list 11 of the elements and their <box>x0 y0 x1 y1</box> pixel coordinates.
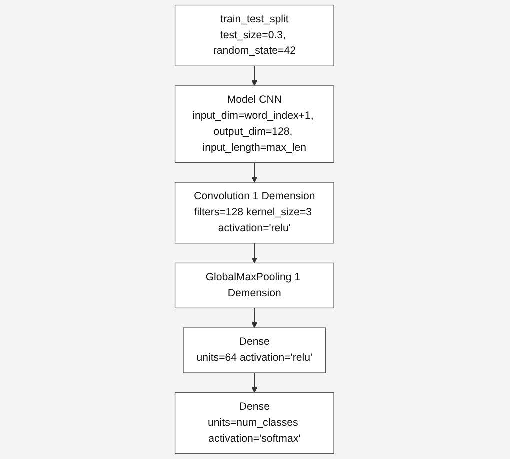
node-box: GlobalMaxPooling 1 Demension <box>175 262 335 309</box>
node-box: Dense units=num_classes activation='softmax' <box>175 392 335 454</box>
node-box: train_test_split test_size=0.3, random_state=42 <box>175 4 335 66</box>
arrow <box>252 243 258 264</box>
arrow <box>252 66 258 86</box>
node-box: Convolution 1 Demension filters=128 kernel_size=3 activation='relu' <box>175 182 335 244</box>
arrow <box>252 372 258 394</box>
arrow <box>252 308 258 328</box>
node-box: Dense units=64 activation='relu' <box>184 328 326 374</box>
arrow <box>252 162 258 183</box>
node-box: Model CNN input_dim=word_index+1, output_dim=128, input_length=max_len <box>175 86 335 164</box>
